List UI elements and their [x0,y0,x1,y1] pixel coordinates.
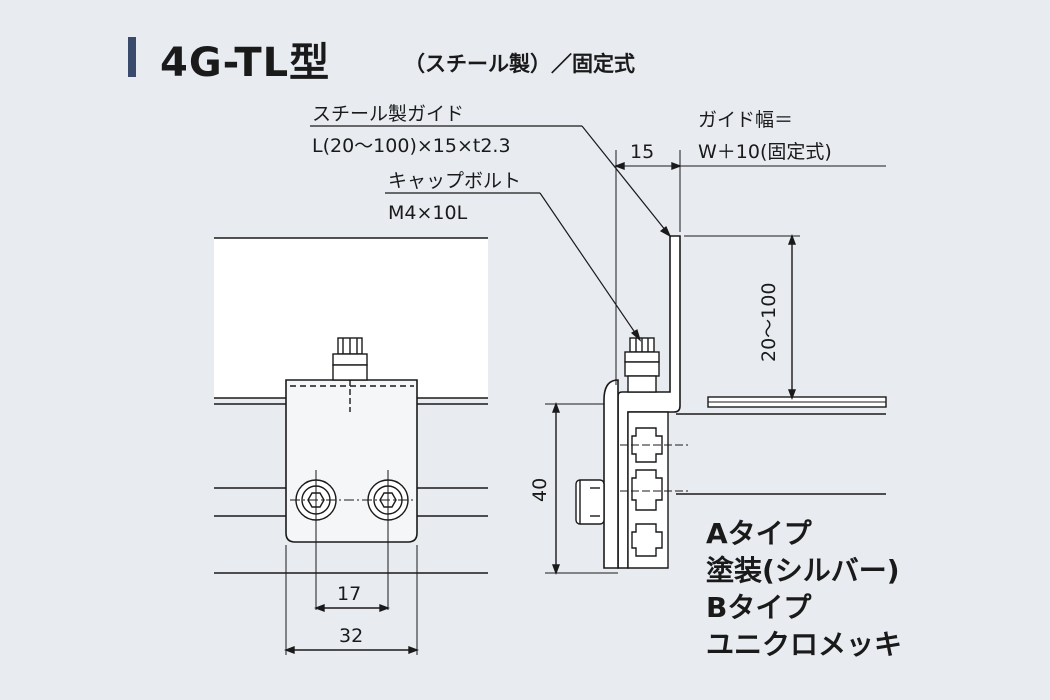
side-view [545,150,887,575]
dim-20-100-label: 20〜100 [758,283,780,362]
guide-callout-label: スチール製ガイド [312,103,464,125]
cap-bolt-front [332,337,368,412]
guide-width-label: ガイド幅＝ [698,109,793,131]
page-title: 4G-TL型 [160,40,331,86]
finish-legend: Aタイプ 塗装(シルバー) Bタイプ ユニクロメッキ [706,515,902,663]
legend-type-a: Aタイプ [706,517,812,550]
socket-bolt-side [575,479,605,525]
cap-bolt-side [624,337,660,393]
legend-type-b-finish: ユニクロメッキ [706,628,903,661]
dim-40-label: 40 [529,478,551,502]
callout-leaders [310,125,672,342]
legend-type-a-finish: 塗装(シルバー) [706,554,900,587]
dim-17-label: 17 [337,583,361,605]
legend-type-b: Bタイプ [706,591,812,624]
front-view [214,237,488,655]
dim-32-label: 32 [339,625,363,647]
title-accent-bar [128,37,136,77]
guide-callout-spec: L(20〜100)×15×t2.3 [312,135,511,157]
dim-15-label: 15 [630,141,654,163]
guide-width-formula: W＋10(固定式) [698,141,832,163]
bolt-callout-spec: M4×10L [388,202,468,224]
bracket-side-plate [603,379,619,569]
bolt-callout-label: キャップボルト [388,170,521,192]
page-subtitle: （スチール製）／固定式 [404,52,635,76]
